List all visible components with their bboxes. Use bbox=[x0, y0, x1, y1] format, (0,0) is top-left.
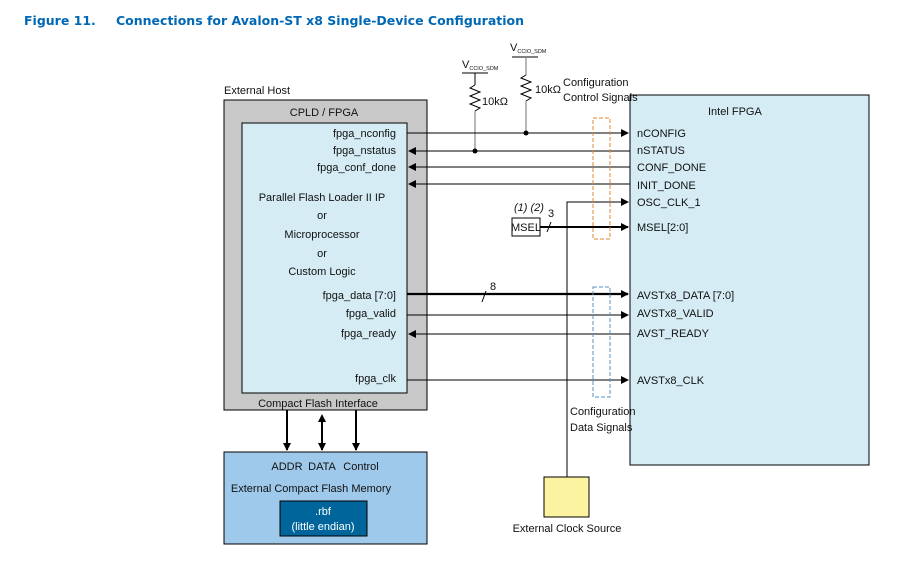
fpga-pin-osc-clk: OSC_CLK_1 bbox=[637, 197, 701, 209]
external-clock-source-label: External Clock Source bbox=[513, 523, 622, 535]
fpga-pin-nconfig: nCONFIG bbox=[637, 128, 686, 140]
host-ip-line-1: Parallel Flash Loader II IP bbox=[259, 192, 386, 204]
fpga-pin-ready: AVST_READY bbox=[637, 328, 710, 340]
host-ip-line-5: Custom Logic bbox=[288, 266, 356, 278]
compact-flash-interface-label: Compact Flash Interface bbox=[258, 398, 378, 410]
msel-label: MSEL bbox=[511, 222, 541, 234]
host-ip-line-4: or bbox=[317, 248, 327, 260]
data-bus-width: 8 bbox=[490, 281, 496, 293]
wire-osc-clk bbox=[566, 198, 629, 478]
pullup-2-resistor: 10kΩ bbox=[535, 84, 561, 96]
fpga-pin-msel: MSEL[2:0] bbox=[637, 222, 688, 234]
flash-signal-control: Control bbox=[343, 461, 378, 473]
fpga-pin-data: AVSTx8_DATA [7:0] bbox=[637, 290, 734, 302]
pullup-nstatus: VCCIO_SDM 10kΩ bbox=[462, 59, 508, 154]
flash-signal-addr: ADDR bbox=[271, 461, 302, 473]
host-pin-conf-done: fpga_conf_done bbox=[317, 162, 396, 174]
cpld-fpga-label: CPLD / FPGA bbox=[290, 107, 359, 119]
rbf-file-endian: (little endian) bbox=[292, 521, 355, 533]
fpga-pin-clk: AVSTx8_CLK bbox=[637, 375, 705, 387]
host-pin-nconfig: fpga_nconfig bbox=[333, 128, 396, 140]
data-signals-label-2: Data Signals bbox=[570, 422, 633, 434]
host-pin-nstatus: fpga_nstatus bbox=[333, 145, 396, 157]
external-host-label: External Host bbox=[224, 85, 290, 97]
rbf-file-name: .rbf bbox=[315, 506, 332, 518]
control-signals-label-1: Configuration bbox=[563, 77, 628, 89]
compact-flash-title: External Compact Flash Memory bbox=[231, 483, 392, 495]
msel-bus-width: 3 bbox=[548, 208, 554, 220]
pullup-2-supply: VCCIO_SDM bbox=[510, 42, 547, 55]
fpga-pin-conf-done: CONF_DONE bbox=[637, 162, 706, 174]
rbf-file-box bbox=[279, 500, 368, 537]
host-pin-data: fpga_data [7:0] bbox=[323, 290, 396, 302]
msel-bus-slash bbox=[546, 221, 552, 233]
msel-notes: (1) (2) bbox=[514, 202, 544, 214]
host-pin-ready: fpga_ready bbox=[341, 328, 397, 340]
control-signals-group bbox=[592, 117, 611, 240]
external-clock-source-box bbox=[543, 476, 590, 518]
fpga-pin-init-done: INIT_DONE bbox=[637, 180, 696, 192]
data-bus-slash bbox=[481, 290, 487, 303]
control-signals-label-2: Control Signals bbox=[563, 92, 638, 104]
host-ip-line-2: or bbox=[317, 210, 327, 222]
data-signals-group bbox=[592, 286, 611, 398]
fpga-pin-valid: AVSTx8_VALID bbox=[637, 308, 714, 320]
host-pin-clk: fpga_clk bbox=[355, 373, 396, 385]
fpga-pin-nstatus: nSTATUS bbox=[637, 145, 685, 157]
intel-fpga-title: Intel FPGA bbox=[708, 106, 762, 118]
host-logic-box bbox=[241, 122, 408, 394]
intel-fpga-box bbox=[629, 94, 870, 466]
pullup-nconfig: VCCIO_SDM 10kΩ bbox=[510, 42, 561, 136]
figure-number: Figure 11. bbox=[24, 13, 96, 28]
pullup-1-resistor: 10kΩ bbox=[482, 96, 508, 108]
data-signals-label-1: Configuration bbox=[570, 406, 635, 418]
flash-data-arrow-up bbox=[318, 414, 326, 422]
host-pin-valid: fpga_valid bbox=[346, 308, 396, 320]
figure-title: Connections for Avalon-ST x8 Single-Devi… bbox=[116, 13, 525, 28]
figure-caption: Figure 11. Connections for Avalon-ST x8 … bbox=[24, 13, 524, 58]
flash-signal-data: DATA bbox=[308, 461, 336, 473]
host-ip-line-3: Microprocessor bbox=[284, 229, 360, 241]
pullup-1-supply: VCCIO_SDM bbox=[462, 59, 499, 72]
